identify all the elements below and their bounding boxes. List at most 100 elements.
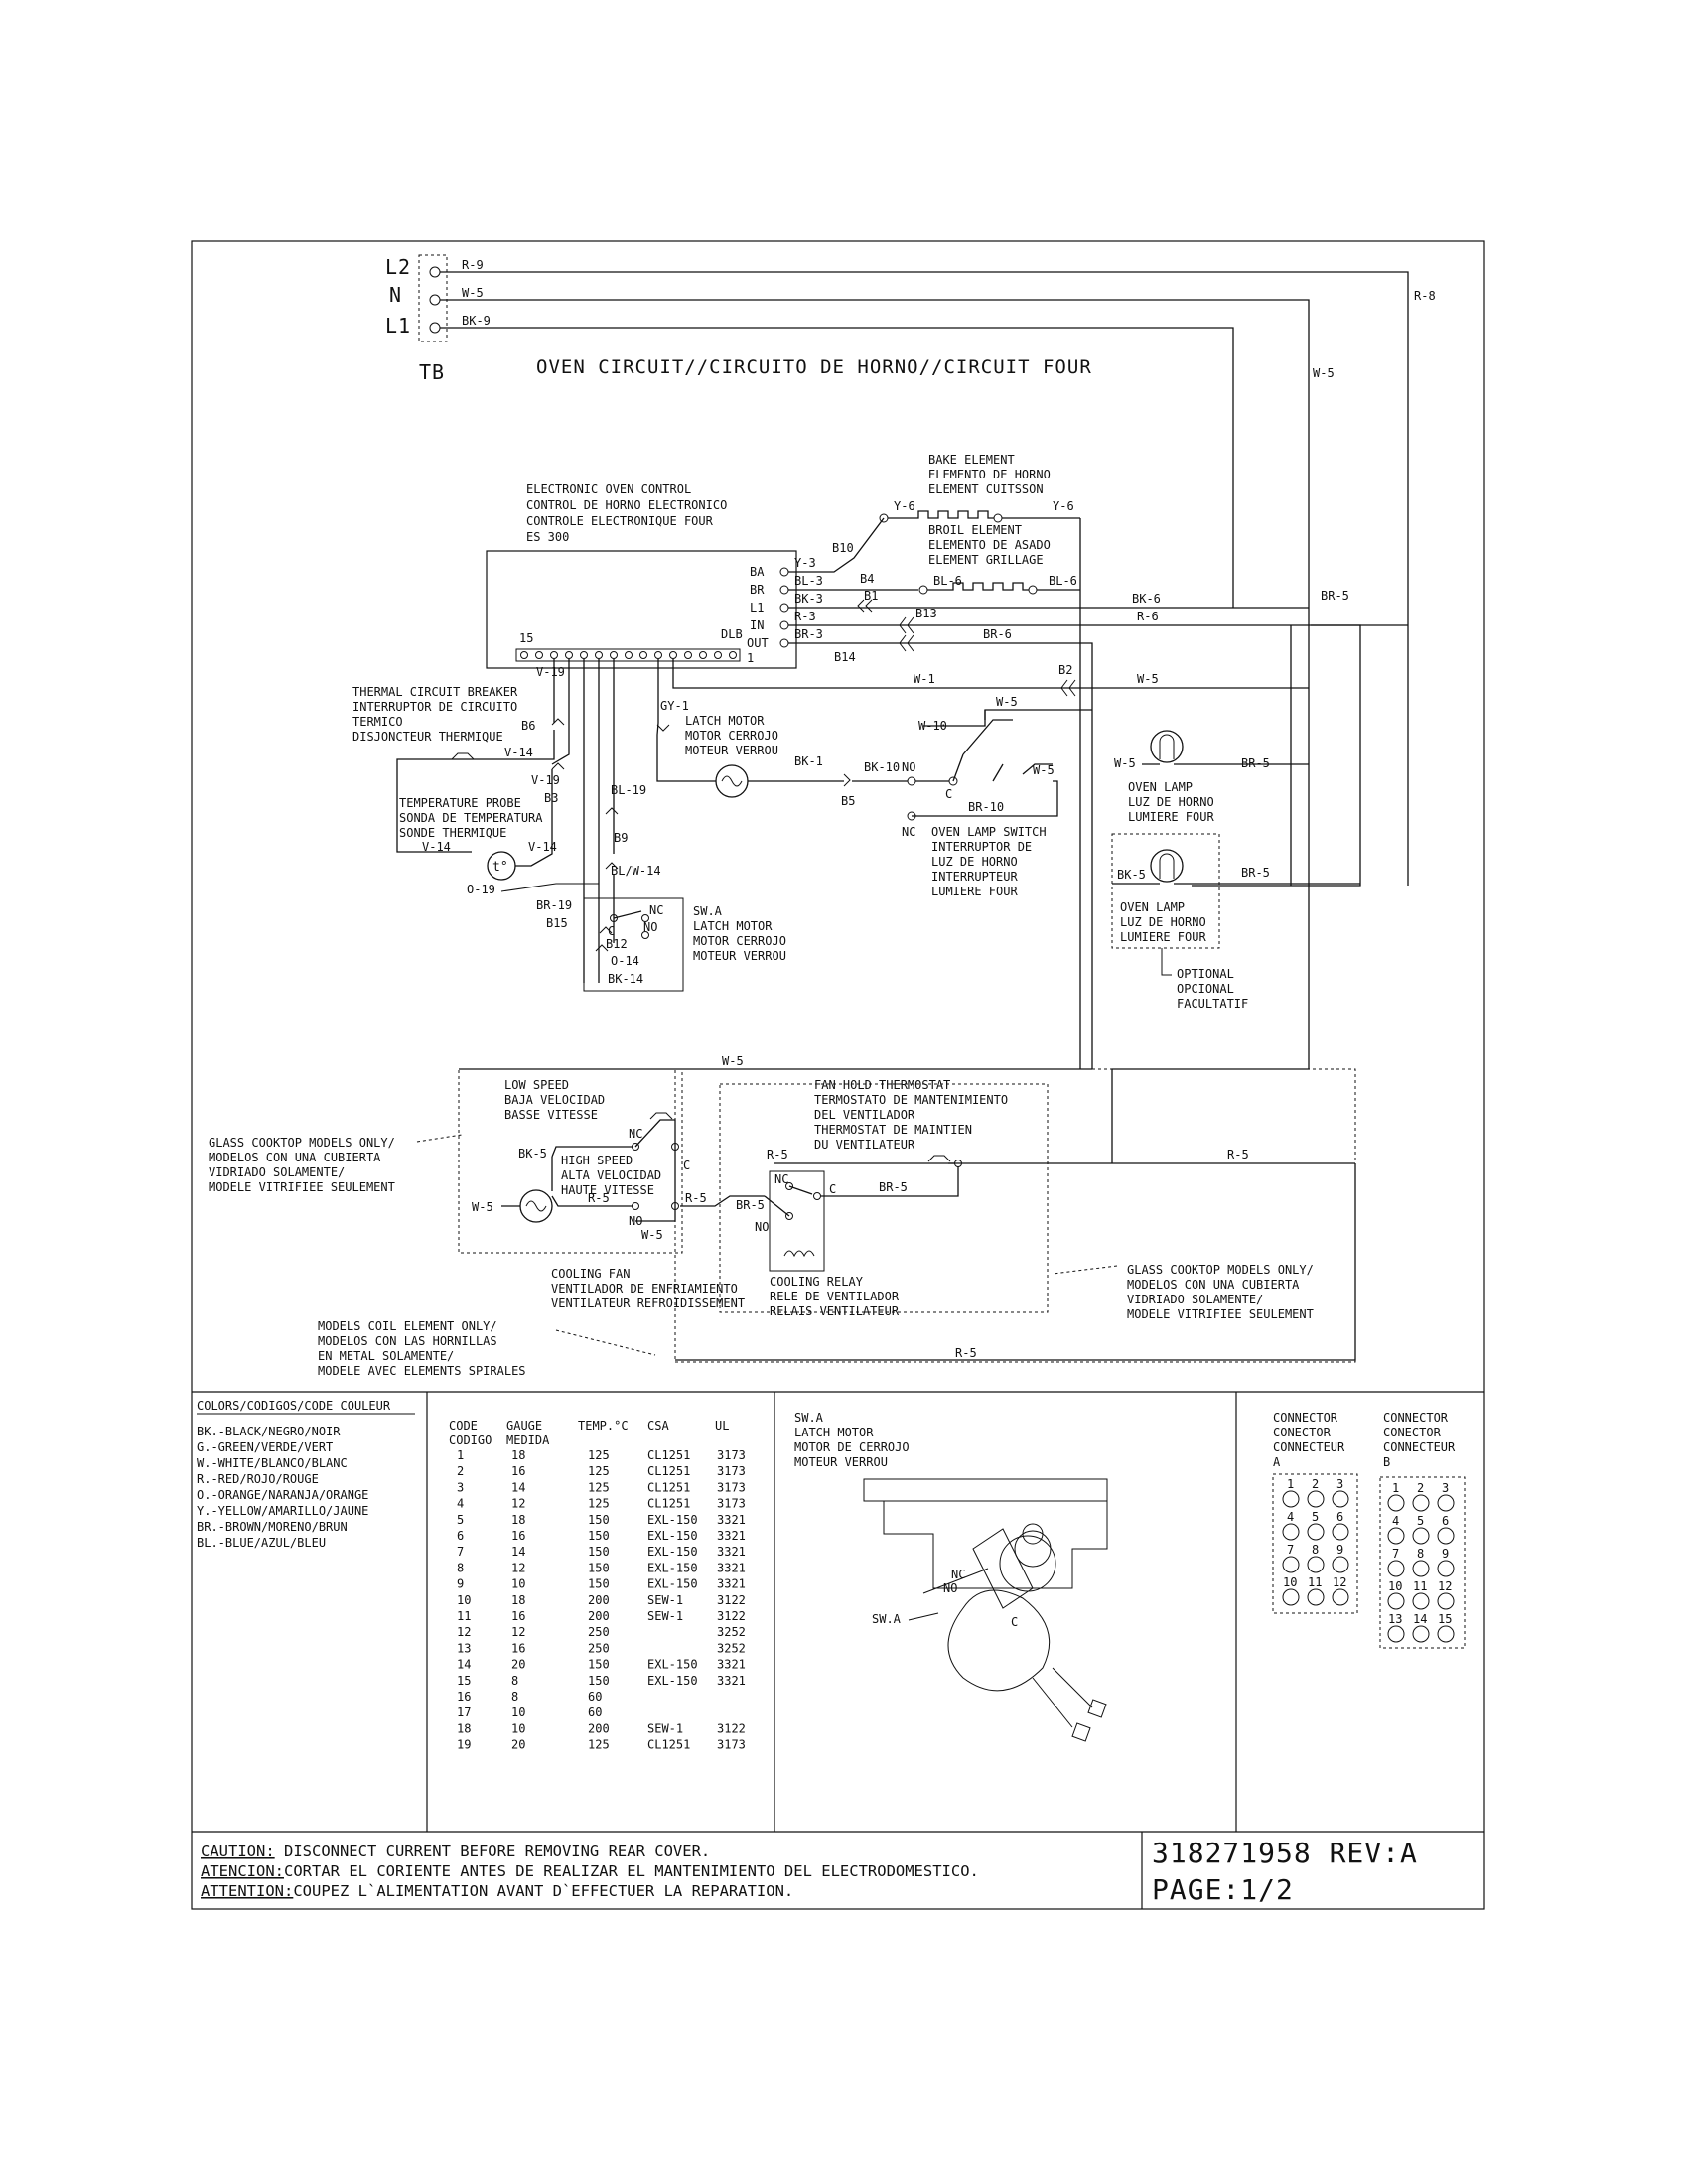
table-cell: 14: [511, 1480, 525, 1494]
table-cell: 12: [511, 1561, 525, 1574]
connector-pin: [1307, 1490, 1325, 1508]
wire-spec-table: CODE GAUGE TEMP.°C CSA UL CODIGO MEDIDA …: [449, 1419, 746, 1752]
svg-text:LATCH MOTOR: LATCH MOTOR: [693, 919, 773, 933]
table-cell: 17: [457, 1706, 471, 1719]
wire-label-w5c: W-5: [996, 695, 1018, 709]
wire-label-v14a: V-14: [504, 746, 533, 759]
table-cell: 14: [511, 1545, 525, 1559]
wire-label-br5b: BR-5: [1241, 756, 1270, 770]
svg-text:SONDE THERMIQUE: SONDE THERMIQUE: [399, 826, 506, 840]
pin-row-end: 1: [747, 651, 754, 665]
svg-text:TERMICO: TERMICO: [352, 715, 403, 729]
table-cell: 3252: [717, 1625, 746, 1639]
svg-text:MODELOS CON UNA CUBIERTA: MODELOS CON UNA CUBIERTA: [209, 1151, 381, 1164]
svg-text:LUZ DE HORNO: LUZ DE HORNO: [1120, 915, 1206, 929]
table-cell: CL1251: [647, 1480, 690, 1494]
table-cell: 150: [588, 1561, 610, 1574]
caution-en: CAUTION: DISCONNECT CURRENT BEFORE REMOV…: [201, 1843, 710, 1860]
table-cell: CL1251: [647, 1464, 690, 1478]
pin-br: BR: [750, 583, 765, 597]
table-cell: 13: [457, 1641, 471, 1655]
table-cell: 11: [457, 1609, 471, 1623]
wire-label-r9: R-9: [462, 258, 484, 272]
table-cell: 3321: [717, 1545, 746, 1559]
svg-text:MODELE AVEC ELEMENTS SPIRALES: MODELE AVEC ELEMENTS SPIRALES: [318, 1364, 526, 1378]
svg-text:CONNECTEUR: CONNECTEUR: [1273, 1440, 1345, 1454]
table-cell: 7: [457, 1545, 464, 1559]
connector-pin-label: 9: [1442, 1547, 1449, 1561]
connector-pin: [1307, 1588, 1325, 1606]
connector-pin: [1412, 1527, 1430, 1545]
table-cell: 9: [457, 1577, 464, 1591]
wire-label-bk3: BK-3: [794, 592, 823, 606]
contact-c-lamp: C: [945, 787, 952, 801]
svg-text:CONTROLE ELECTRONIQUE FOUR: CONTROLE ELECTRONIQUE FOUR: [526, 514, 714, 528]
lamp-switch-label: OVEN LAMP SWITCH INTERRUPTOR DE LUZ DE H…: [931, 825, 1047, 898]
table-cell: 10: [511, 1706, 525, 1719]
glass-note-right: GLASS COOKTOP MODELS ONLY/ MODELOS CON U…: [1052, 1263, 1314, 1321]
svg-text:Y.-YELLOW/AMARILLO/JAUNE: Y.-YELLOW/AMARILLO/JAUNE: [197, 1504, 368, 1518]
wire-label-bl6b: BL-6: [1049, 574, 1077, 588]
connector-pin: [1332, 1588, 1349, 1606]
contact-nc-relay: NC: [774, 1172, 788, 1186]
table-cell: CL1251: [647, 1448, 690, 1462]
table-cell: 8: [511, 1690, 518, 1704]
contact-nc-fan: NC: [629, 1127, 642, 1141]
connector-pin-label: 2: [1312, 1477, 1319, 1491]
swa-detail: SW.A LATCH MOTOR MOTOR DE CERROJO MOTEUR…: [794, 1411, 1108, 1742]
connector-pin-label: 1: [1392, 1481, 1399, 1495]
table-header-csa: CSA: [647, 1419, 669, 1433]
svg-text:SW.A: SW.A: [794, 1411, 824, 1425]
svg-text:LUZ DE HORNO: LUZ DE HORNO: [931, 855, 1018, 869]
svg-text:EN METAL SOLAMENTE/: EN METAL SOLAMENTE/: [318, 1349, 454, 1363]
svg-text:OVEN LAMP: OVEN LAMP: [1120, 900, 1185, 914]
wire-label-bl3: BL-3: [794, 574, 823, 588]
svg-text:TERMOSTATO DE MANTENIMIENTO: TERMOSTATO DE MANTENIMIENTO: [814, 1093, 1008, 1107]
connector-pin-label: 1: [1287, 1477, 1294, 1491]
svg-text:INTERRUPTEUR: INTERRUPTEUR: [931, 870, 1018, 884]
svg-text:SONDA DE TEMPERATURA: SONDA DE TEMPERATURA: [399, 811, 543, 825]
svg-text:THERMAL CIRCUIT BREAKER: THERMAL CIRCUIT BREAKER: [352, 685, 518, 699]
table-cell: EXL-150: [647, 1658, 698, 1672]
table-cell: 18: [511, 1513, 525, 1527]
wire-label-br19: BR-19: [536, 898, 572, 912]
table-cell: 150: [588, 1545, 610, 1559]
svg-text:OVEN LAMP: OVEN LAMP: [1128, 780, 1193, 794]
conn-b14: B14: [834, 650, 856, 664]
wire-label-br10: BR-10: [968, 800, 1004, 814]
svg-text:OPTIONAL: OPTIONAL: [1177, 967, 1234, 981]
svg-text:ELEMENT GRILLAGE: ELEMENT GRILLAGE: [928, 553, 1044, 567]
connector-pin: [1437, 1527, 1455, 1545]
table-cell: 3252: [717, 1641, 746, 1655]
table-cell: 150: [588, 1577, 610, 1591]
glass-models-box-left: [458, 1068, 683, 1254]
contact-c-relay: C: [829, 1182, 836, 1196]
connector-pin: [1437, 1625, 1455, 1643]
table-cell: 20: [511, 1738, 525, 1752]
wire-label-w5-right: W-5: [1313, 366, 1335, 380]
contact-no-relay: NO: [755, 1220, 769, 1234]
temperature-probe: TEMPERATURE PROBE SONDA DE TEMPERATURA S…: [399, 769, 553, 881]
conn-b9: B9: [614, 831, 628, 845]
wire-label-r5a: R-5: [588, 1191, 610, 1205]
svg-text:LOW SPEED: LOW SPEED: [504, 1078, 569, 1092]
pin-out: OUT: [747, 636, 769, 650]
svg-text:GLASS COOKTOP MODELS ONLY/: GLASS COOKTOP MODELS ONLY/: [1127, 1263, 1314, 1277]
connector-pin: [1332, 1490, 1349, 1508]
svg-text:BK.-BLACK/NEGRO/NOIR: BK.-BLACK/NEGRO/NOIR: [197, 1425, 341, 1438]
table-cell: 3173: [717, 1448, 746, 1462]
table-cell: 3122: [717, 1609, 746, 1623]
wire-label-bl19: BL-19: [611, 783, 646, 797]
caution-fr: ATTENTION:COUPEZ L`ALIMENTATION AVANT D`…: [201, 1882, 793, 1900]
table-cell: CL1251: [647, 1738, 690, 1752]
conn-b1: B1: [864, 589, 878, 603]
table-cell: 18: [457, 1721, 471, 1735]
connector-pin: [1437, 1592, 1455, 1610]
svg-text:LUZ DE HORNO: LUZ DE HORNO: [1128, 795, 1214, 809]
conn-b6: B6: [521, 719, 535, 733]
svg-text:DU VENTILATEUR: DU VENTILATEUR: [814, 1138, 915, 1152]
electronic-oven-control: ELECTRONIC OVEN CONTROL CONTROL DE HORNO…: [486, 482, 797, 669]
svg-text:VIDRIADO SOLAMENTE/: VIDRIADO SOLAMENTE/: [1127, 1293, 1263, 1306]
tb-label: TB: [419, 360, 445, 384]
